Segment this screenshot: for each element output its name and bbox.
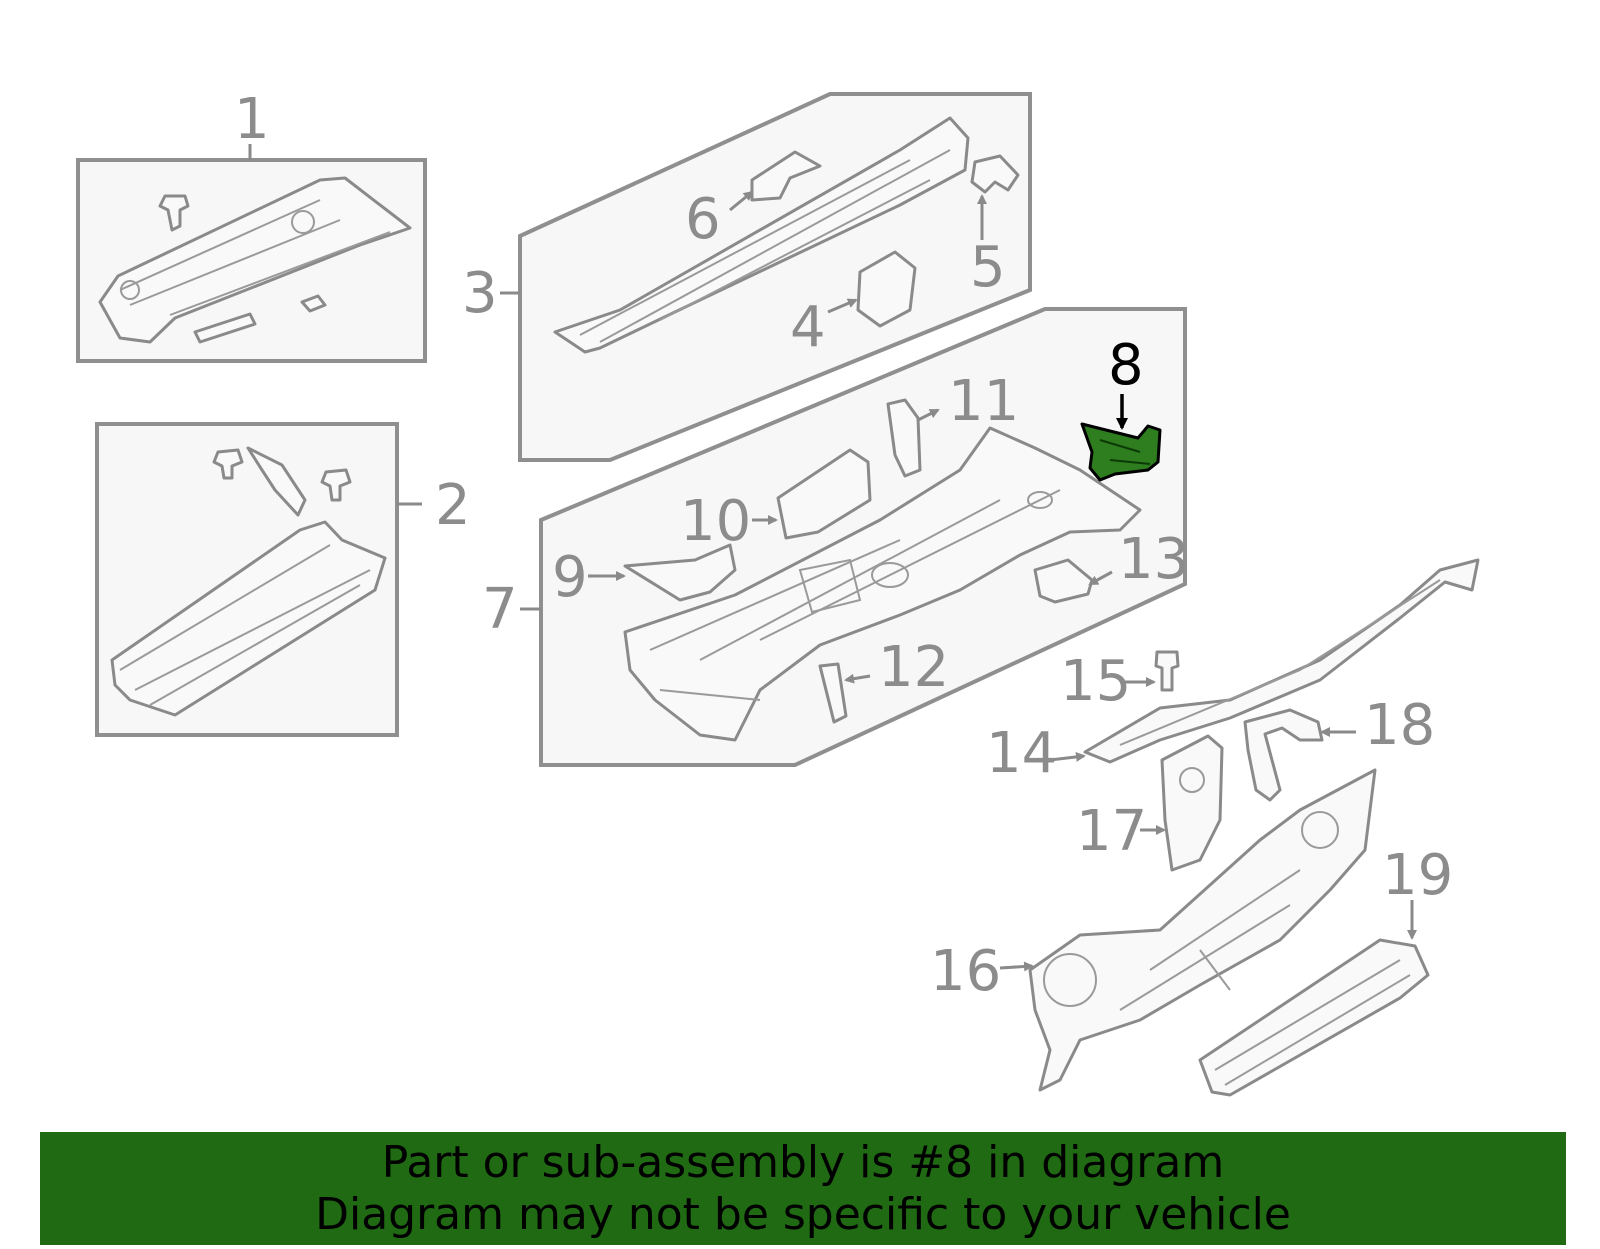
callout-19: 19: [1382, 843, 1453, 908]
callout-3: 3: [462, 261, 498, 326]
bracket-10: [776, 448, 872, 540]
cowl-clip-5: [970, 154, 1020, 194]
callout-2: 2: [435, 473, 471, 538]
assembly-3: 3 6 4 5: [462, 92, 1032, 462]
cowl-seal-strip: [193, 312, 257, 344]
callout-14: 14: [986, 721, 1057, 786]
bracket-13: [1033, 558, 1094, 604]
lower-clip-left: [212, 448, 244, 480]
callout-16: 16: [930, 939, 1001, 1004]
notice-banner: Part or sub-assembly is #8 in diagram Di…: [40, 1132, 1566, 1245]
bracket-12: [818, 662, 848, 724]
assembly-7: 7 11 10 9 12 13 8: [482, 307, 1189, 767]
callout-9: 9: [552, 545, 588, 610]
callout-18: 18: [1364, 693, 1435, 758]
highlighted-bracket-8[interactable]: [1080, 422, 1162, 482]
crossmember-19: [1198, 938, 1430, 1097]
callout-12: 12: [878, 635, 949, 700]
lower-clip-right: [320, 468, 352, 502]
callout-10: 10: [680, 489, 751, 554]
callout-1: 1: [234, 87, 270, 152]
banner-line-2: Diagram may not be specific to your vehi…: [315, 1188, 1291, 1240]
cowl-lower-bracket: [246, 446, 307, 517]
callout-6: 6: [685, 187, 721, 252]
dash-panel-group: 15 14 18 17 16 19: [930, 558, 1480, 1097]
bolt-15: [1154, 650, 1180, 692]
banner-line-1: Part or sub-assembly is #8 in diagram: [381, 1136, 1225, 1188]
callout-17: 17: [1076, 799, 1147, 864]
callout-4: 4: [790, 295, 826, 360]
callout-11: 11: [948, 369, 1019, 434]
bracket-11: [886, 398, 922, 478]
bracket-9: [623, 543, 737, 602]
callout-7: 7: [482, 577, 518, 642]
callout-5: 5: [970, 235, 1006, 300]
insulator-18: [1243, 708, 1324, 802]
cowl-pad: [300, 294, 327, 313]
assembly-1: 1: [76, 87, 427, 363]
dash-panel-16: [1028, 768, 1377, 1092]
reinforcement-17: [1160, 734, 1224, 872]
dash-crossmember: [623, 426, 1142, 742]
cowl-top-panel: [98, 176, 412, 344]
cowl-bracket-4: [856, 250, 917, 328]
cowl-clip: [158, 194, 190, 232]
callout-15: 15: [1060, 649, 1131, 714]
assembly-2: 2: [95, 422, 471, 737]
callout-13: 13: [1118, 527, 1189, 592]
callout-8: 8: [1108, 333, 1144, 398]
